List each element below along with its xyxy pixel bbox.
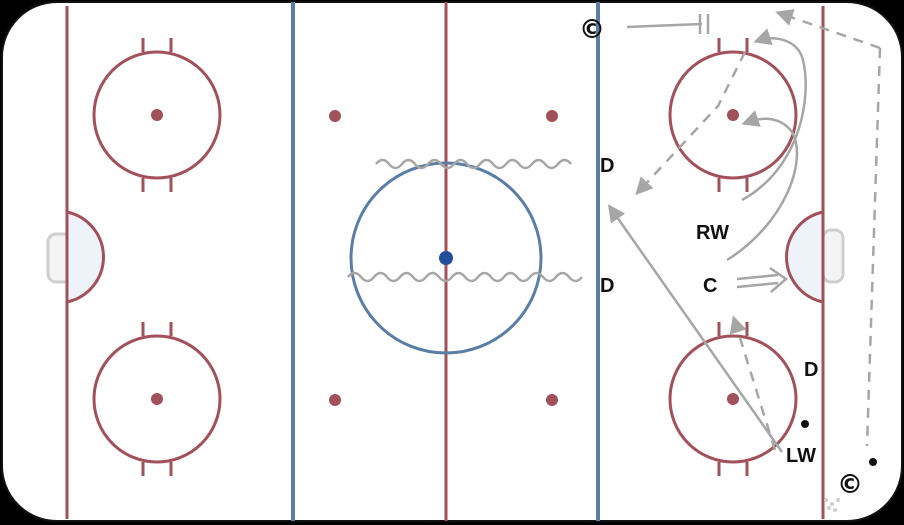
- wavy-skate-path: [347, 271, 583, 283]
- dashed-board-path: [865, 47, 882, 447]
- faceoff-circle-top-left: [92, 38, 222, 192]
- faceoff-dot: [727, 393, 739, 405]
- c-double-arrow: [736, 273, 779, 281]
- neutral-dot: [546, 394, 558, 406]
- c-double-arrow-head: [769, 266, 789, 293]
- wavy-skate-path: [375, 158, 572, 170]
- faceoff-dot: [151, 109, 163, 121]
- faceoff-circle-bottom-left: [92, 322, 222, 476]
- player-label-c: C: [703, 275, 717, 297]
- player-dot: [801, 420, 809, 428]
- dashed-pass-path: [729, 315, 777, 451]
- dashed-pass-path: [635, 51, 747, 196]
- left-goal-crease: [65, 210, 105, 304]
- player-dot: [869, 458, 877, 466]
- faceoff-circle-top-right: [668, 38, 798, 192]
- player-label-d: D: [600, 275, 614, 297]
- rw-skate-path: [741, 28, 807, 202]
- pass-line: [626, 22, 703, 29]
- coach-mark-bottom: ©: [837, 470, 863, 500]
- faceoff-dot: [151, 393, 163, 405]
- player-label-d: D: [600, 155, 614, 177]
- faceoff-dot: [727, 109, 739, 121]
- drill-paths: [607, 9, 882, 453]
- neutral-dot: [546, 110, 558, 122]
- lw-skate-path: [607, 204, 784, 453]
- neutral-dot: [329, 110, 341, 122]
- player-label-lw: LW: [786, 445, 816, 467]
- c-double-arrow: [736, 281, 779, 289]
- coach-mark-top: ©: [579, 15, 605, 45]
- right-net: [821, 228, 845, 284]
- player-label-rw: RW: [696, 222, 729, 244]
- c-skate-path: [726, 110, 799, 262]
- neutral-dot: [329, 394, 341, 406]
- player-label-d: D: [804, 359, 818, 381]
- right-goal-crease: [785, 210, 825, 304]
- center-faceoff-dot: [439, 251, 453, 265]
- puck-pile: [824, 498, 840, 512]
- faceoff-circle-bottom-right: [668, 322, 798, 476]
- center-circle: [349, 161, 543, 355]
